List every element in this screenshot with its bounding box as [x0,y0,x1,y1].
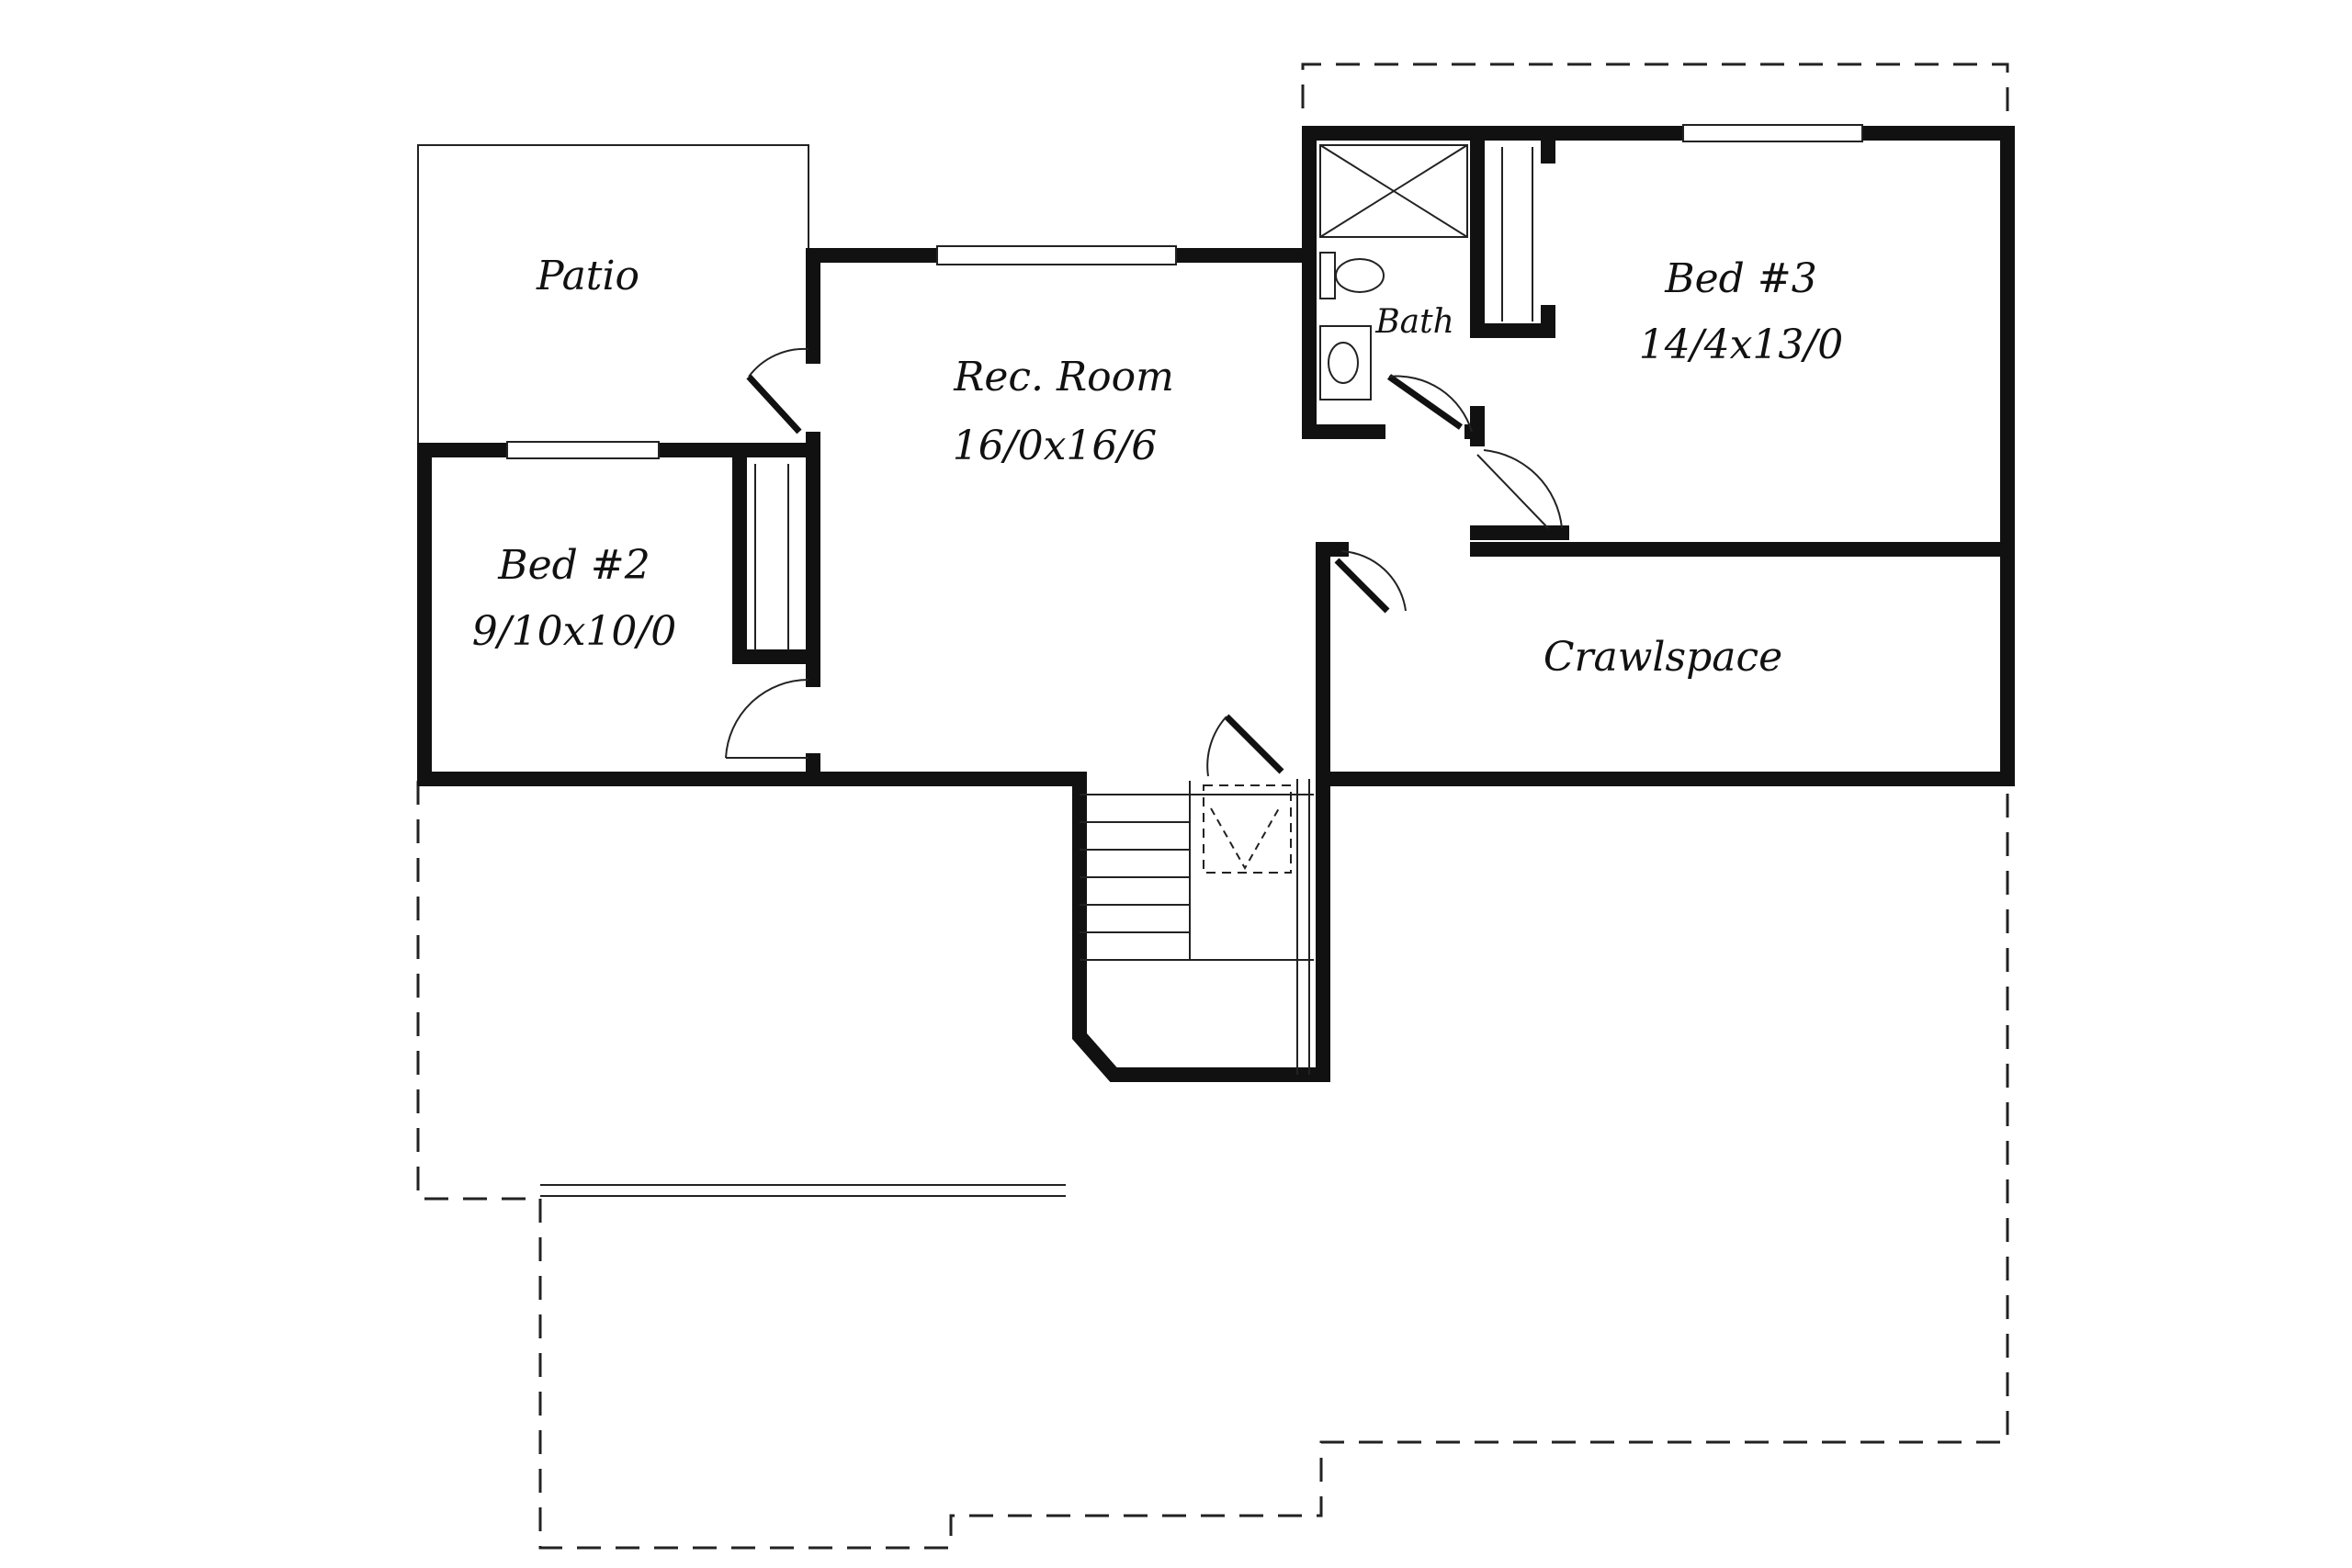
toilet-bowl [1335,258,1385,293]
toilet-tank [1319,252,1336,299]
bed3-label: Bed #3 [1664,255,1816,302]
rec-room-label: Rec. Room [953,354,1174,400]
doors [725,347,1563,777]
stairs [1080,779,1314,1075]
upper-floor-outline [416,62,2009,1550]
sink [1328,342,1359,384]
stair-landing-outline [1203,784,1292,874]
bed2-dims: 9/10x10/0 [472,608,676,655]
rec-room-dims: 16/0x16/6 [953,423,1157,469]
windows [506,124,1863,459]
shower [1319,144,1468,238]
walls [417,126,2015,1082]
patio-outline [417,144,809,450]
bed2-label: Bed #2 [497,542,650,589]
window-rec-room [936,245,1177,265]
bath-label: Bath [1374,303,1454,341]
bed3-dims: 14/4x13/0 [1639,321,1843,368]
window-bed3 [1682,124,1863,142]
closet-rods [754,147,1533,650]
patio-label: Patio [536,253,639,299]
bath-fixtures [1319,144,1468,400]
vanity [1319,325,1372,400]
crawlspace-label: Crawlspace [1544,634,1782,681]
porch-rail [540,1184,1066,1197]
window-bed2 [506,441,660,459]
